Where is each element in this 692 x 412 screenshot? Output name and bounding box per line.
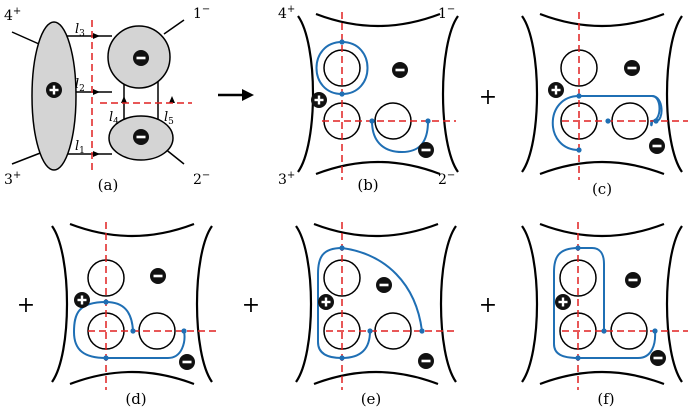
leg-1-line bbox=[163, 19, 185, 35]
momentum-l3-label: l3 bbox=[75, 22, 85, 39]
leg-2-label: 2− bbox=[438, 170, 455, 188]
minus-sign-icon bbox=[418, 353, 434, 369]
leg-4-label: 4+ bbox=[4, 6, 21, 24]
leg-1-label: 1− bbox=[193, 4, 210, 22]
minus-sign-icon bbox=[133, 129, 149, 145]
minus-sign-icon bbox=[133, 50, 149, 66]
leg-3-label: 3+ bbox=[278, 170, 295, 188]
caption-f: (f) bbox=[597, 390, 614, 408]
momentum-l5-label: l5 bbox=[164, 110, 174, 127]
minus-sign-icon bbox=[418, 142, 434, 158]
leg-4-label: 4+ bbox=[278, 4, 295, 22]
plus-sign-icon bbox=[318, 294, 334, 310]
momentum-l4-label: l4 bbox=[109, 110, 119, 127]
minus-sign-icon bbox=[624, 60, 640, 76]
minus-sign-icon bbox=[179, 354, 195, 370]
panel-e: (e) bbox=[295, 222, 457, 408]
minus-sign-icon bbox=[376, 277, 392, 293]
arrow-l5-icon bbox=[169, 96, 175, 103]
momentum-l1-label: l1 bbox=[75, 139, 85, 156]
caption-c: (c) bbox=[592, 180, 612, 198]
leg-2-label: 2− bbox=[193, 170, 210, 188]
right-arrow-icon bbox=[242, 89, 254, 101]
momentum-l2-label: l2 bbox=[75, 77, 85, 94]
panel-d: (d) bbox=[51, 222, 218, 408]
plus-separator: + bbox=[479, 85, 497, 110]
plus-separator: + bbox=[242, 293, 260, 318]
panel-f: (f) bbox=[521, 222, 688, 408]
arrow-l4-icon bbox=[121, 96, 127, 103]
implies-arrow bbox=[218, 89, 254, 101]
minus-sign-icon bbox=[650, 350, 666, 366]
caption-d: (d) bbox=[125, 390, 146, 408]
panel-c: (c) bbox=[521, 12, 688, 198]
panel-a: 4+ 3+ 1− 2− l3 l2 l1 l4 l5 (a) bbox=[4, 4, 210, 194]
plus-sign-icon bbox=[555, 294, 571, 310]
caption-a: (a) bbox=[98, 176, 119, 194]
arrow-l2-icon bbox=[93, 89, 100, 95]
leg-1-label: 1− bbox=[438, 4, 455, 22]
plus-separator: + bbox=[17, 293, 35, 318]
arrow-l3-icon bbox=[93, 33, 100, 39]
caption-e: (e) bbox=[361, 390, 382, 408]
plus-sign-icon bbox=[548, 82, 564, 98]
arrow-l1-icon bbox=[93, 151, 100, 157]
plus-separator: + bbox=[479, 293, 497, 318]
leg-3-label: 3+ bbox=[4, 170, 21, 188]
minus-sign-icon bbox=[392, 62, 408, 78]
minus-sign-icon bbox=[625, 272, 641, 288]
plus-sign-icon bbox=[74, 292, 90, 308]
caption-b: (b) bbox=[357, 176, 378, 194]
minus-sign-icon bbox=[150, 268, 166, 284]
minus-sign-icon bbox=[649, 138, 665, 154]
plus-sign-icon bbox=[311, 92, 327, 108]
plus-sign-icon bbox=[46, 82, 62, 98]
panel-b: 4+ 1− 3+ 2− (b) bbox=[278, 4, 459, 194]
